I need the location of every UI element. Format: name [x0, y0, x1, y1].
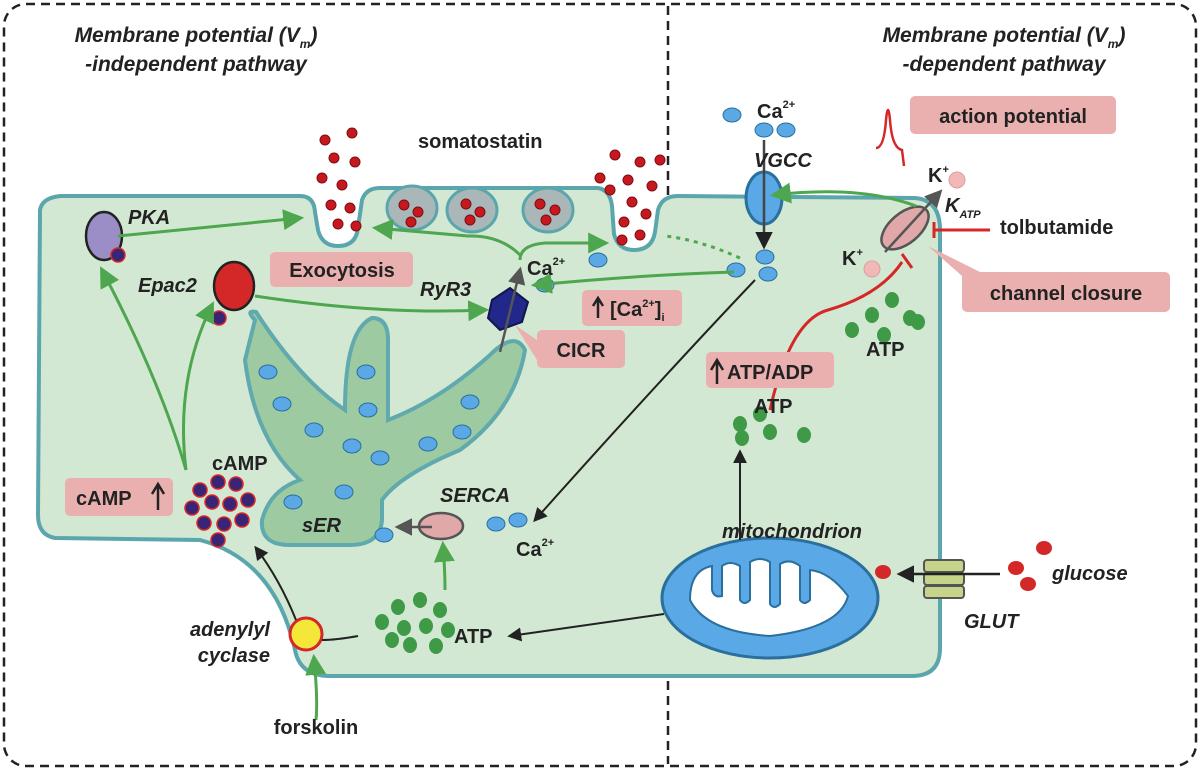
action-potential-text: action potential [939, 106, 1087, 128]
pka-camp-dot [110, 247, 126, 263]
mitochondrion-label: mitochondrion [722, 521, 862, 543]
left-heading-line1: Membrane potential (V [75, 24, 302, 47]
granule-3 [521, 186, 575, 234]
ca-dots [258, 107, 796, 543]
atp-bottom-label: ATP [454, 626, 493, 648]
ca-i-open: [Ca [610, 299, 643, 321]
k-efflux-arrow [884, 189, 943, 253]
ca-ryr3-label: Ca [527, 258, 553, 280]
atp-adp-box [706, 352, 834, 388]
ca-i-close: ] [655, 299, 662, 321]
serca-label: SERCA [440, 485, 510, 507]
somatostatin-label: somatostatin [418, 131, 542, 153]
svg-text:Membrane potential (Vm): Membrane potential (Vm) [75, 24, 318, 51]
camp-up-box [65, 478, 173, 516]
atp-dots [375, 292, 925, 654]
right-heading-sub: m [1108, 37, 1119, 51]
vgcc-label: VGCC [754, 150, 812, 172]
ca-increase-box [582, 290, 682, 326]
camp-cluster [184, 474, 256, 548]
right-heading-line2: -dependent pathway [902, 53, 1106, 76]
granule-2 [445, 186, 499, 234]
left-heading-sub: m [300, 37, 311, 51]
tolbutamide-label: tolbutamide [1000, 217, 1113, 239]
atp-adp-up-arrow-icon [709, 357, 725, 384]
channel-closure-text: channel closure [990, 283, 1142, 305]
ca-top-sup: 2+ [783, 99, 796, 111]
smooth-er [242, 309, 528, 547]
epac2-camp-dot [211, 310, 227, 326]
svg-text:Ca2+: Ca2+ [757, 99, 795, 123]
k-left-sup: + [856, 247, 862, 259]
ca-i-sub: i [661, 312, 664, 324]
cyclase-label: cyclase [198, 645, 270, 667]
adenylyl-label: adenylyl [190, 619, 270, 641]
adenylyl-cyclase-icon [288, 616, 324, 652]
cicr-box [537, 330, 625, 368]
ca-ryr3-sup: 2+ [553, 256, 566, 268]
glucose-dots [875, 541, 1052, 591]
channel-closure-box-pointer [928, 246, 980, 276]
svg-text:Ca2+: Ca2+ [527, 256, 565, 280]
camp-label: cAMP [212, 453, 268, 475]
k-left-label: K [842, 248, 857, 270]
epac2-label: Epac2 [138, 275, 197, 297]
glucose-label: glucose [1051, 563, 1128, 585]
ryr3-label: RyR3 [420, 279, 471, 301]
ca-i-sup: 2+ [642, 298, 655, 310]
svg-text:KATP: KATP [945, 195, 981, 221]
epac2-icon [212, 260, 256, 312]
ca-top-label: Ca [757, 101, 783, 123]
k-ion-left [863, 260, 881, 278]
atp-adp-text: ATP/ADP [727, 362, 813, 384]
mitochondrion-cristae [688, 558, 850, 638]
svg-text:Ca2+: Ca2+ [516, 537, 554, 561]
katp-sub: ATP [958, 209, 981, 221]
ca-increase-up-arrow-icon [591, 295, 605, 318]
svg-text:Membrane potential (Vm): Membrane potential (Vm) [883, 24, 1126, 51]
camp-up-arrow-icon [150, 481, 166, 510]
camp-up-text: cAMP [76, 488, 132, 510]
somatostatin-dots [316, 127, 666, 246]
atp-right-label: ATP [866, 339, 905, 361]
ser-label: sER [302, 515, 341, 537]
right-heading-close: ) [1116, 24, 1125, 47]
left-heading-line2: -independent pathway [85, 53, 308, 76]
cicr-text: CICR [557, 340, 606, 362]
black-arrows [254, 279, 756, 642]
k-top-sup: + [942, 164, 948, 176]
katp-label: K [945, 195, 961, 217]
left-heading-close: ) [308, 24, 317, 47]
channel-closure-box [962, 272, 1170, 312]
green-arrows [100, 182, 917, 721]
cicr-box-pointer [515, 325, 537, 360]
ryr3-release-arrow [498, 266, 526, 353]
svg-text:K+: K+ [928, 164, 949, 187]
ca-serca-label: Ca [516, 539, 542, 561]
action-potential-box [910, 96, 1116, 134]
k-ion-top [948, 171, 966, 189]
exocytosis-box [270, 252, 413, 287]
forskolin-label: forskolin [274, 717, 358, 739]
right-heading-line1: Membrane potential (V [883, 24, 1110, 47]
ca-serca-sup: 2+ [542, 537, 555, 549]
svg-text:K+: K+ [842, 247, 863, 270]
glut-label: GLUT [964, 611, 1020, 633]
k-top-label: K [928, 165, 943, 187]
atp-mid-label: ATP [754, 396, 793, 418]
pka-label: PKA [128, 207, 170, 229]
glut-transporter-icon [923, 559, 965, 599]
svg-text:[Ca2+]i: [Ca2+]i [610, 298, 665, 324]
exocytosis-text: Exocytosis [289, 260, 395, 282]
